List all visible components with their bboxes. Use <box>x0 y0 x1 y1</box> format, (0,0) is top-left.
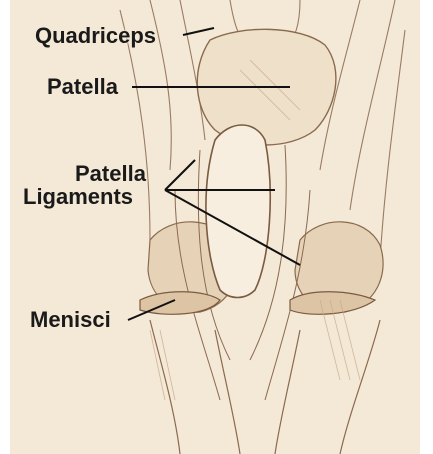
quadriceps-label: Quadriceps <box>35 24 156 48</box>
patella-label: Patella <box>47 75 118 99</box>
patella-ligaments-label-line2: Ligaments <box>23 185 133 209</box>
patellar-tendon <box>206 125 270 298</box>
menisci-label: Menisci <box>30 308 111 332</box>
patella-ligaments-label-line1: Patella <box>75 162 146 186</box>
